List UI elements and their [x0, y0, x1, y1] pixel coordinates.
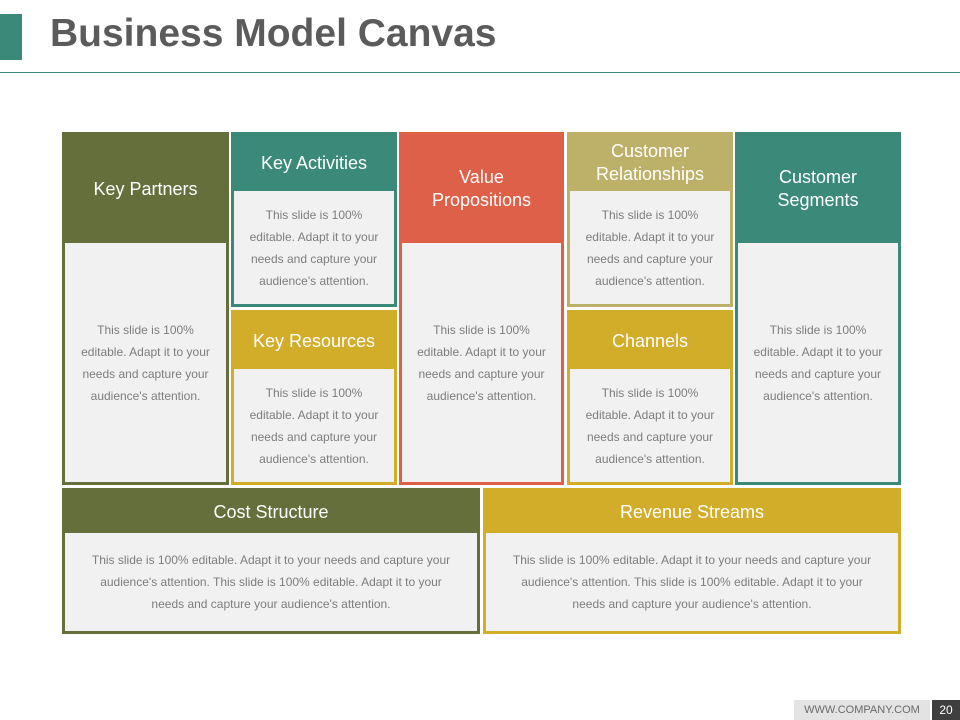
block-customer-segments-title: Customer Segments — [777, 167, 859, 210]
block-channels-body: This slide is 100% editable. Adapt it to… — [570, 369, 730, 482]
block-customer-segments-body: This slide is 100% editable. Adapt it to… — [738, 243, 898, 482]
block-cost-structure-text: This slide is 100% editable. Adapt it to… — [91, 553, 451, 611]
block-key-activities-title: Key Activities — [260, 152, 368, 173]
block-key-partners-text: This slide is 100% editable. Adapt it to… — [81, 322, 210, 403]
block-revenue-streams-body: This slide is 100% editable. Adapt it to… — [486, 533, 898, 631]
block-key-resources-body: This slide is 100% editable. Adapt it to… — [234, 369, 394, 482]
block-key-activities-body: This slide is 100% editable. Adapt it to… — [234, 191, 394, 304]
block-key-partners-title: Key Partners — [93, 178, 198, 199]
block-value-propositions-title: Value Propositions — [431, 167, 532, 210]
block-cost-structure-title: Cost Structure — [213, 501, 329, 522]
block-customer-relationships-text: This slide is 100% editable. Adapt it to… — [585, 207, 715, 288]
title-accent-bar — [0, 14, 22, 60]
block-key-resources-text: This slide is 100% editable. Adapt it to… — [249, 385, 379, 466]
block-value-propositions: Value Propositions This slide is 100% ed… — [399, 132, 564, 485]
block-cost-structure: Cost Structure This slide is 100% editab… — [62, 488, 480, 634]
block-key-resources: Key Resources This slide is 100% editabl… — [231, 310, 397, 485]
block-key-resources-title: Key Resources — [252, 330, 376, 351]
block-key-activities-text: This slide is 100% editable. Adapt it to… — [249, 207, 379, 288]
slide-title: Business Model Canvas — [50, 12, 497, 55]
block-revenue-streams: Revenue Streams This slide is 100% edita… — [483, 488, 901, 634]
block-customer-relationships-title: Customer Relationships — [595, 141, 705, 184]
block-revenue-streams-text: This slide is 100% editable. Adapt it to… — [512, 553, 872, 611]
block-channels-title: Channels — [611, 330, 689, 351]
block-value-propositions-text: This slide is 100% editable. Adapt it to… — [417, 322, 546, 403]
block-customer-relationships: Customer Relationships This slide is 100… — [567, 132, 733, 307]
block-revenue-streams-title: Revenue Streams — [619, 501, 765, 522]
block-customer-relationships-body: This slide is 100% editable. Adapt it to… — [570, 191, 730, 304]
block-customer-segments: Customer Segments This slide is 100% edi… — [735, 132, 901, 485]
block-channels: Channels This slide is 100% editable. Ad… — [567, 310, 733, 485]
block-customer-segments-text: This slide is 100% editable. Adapt it to… — [753, 322, 883, 403]
block-key-partners-body: This slide is 100% editable. Adapt it to… — [65, 243, 226, 482]
block-key-partners: Key Partners This slide is 100% editable… — [62, 132, 229, 485]
page-number: 20 — [932, 700, 960, 720]
block-channels-text: This slide is 100% editable. Adapt it to… — [585, 385, 715, 466]
title-divider — [0, 72, 960, 73]
footer-url: WWW.COMPANY.COM — [794, 700, 930, 720]
block-cost-structure-body: This slide is 100% editable. Adapt it to… — [65, 533, 477, 631]
block-value-propositions-body: This slide is 100% editable. Adapt it to… — [402, 243, 561, 482]
block-key-activities: Key Activities This slide is 100% editab… — [231, 132, 397, 307]
